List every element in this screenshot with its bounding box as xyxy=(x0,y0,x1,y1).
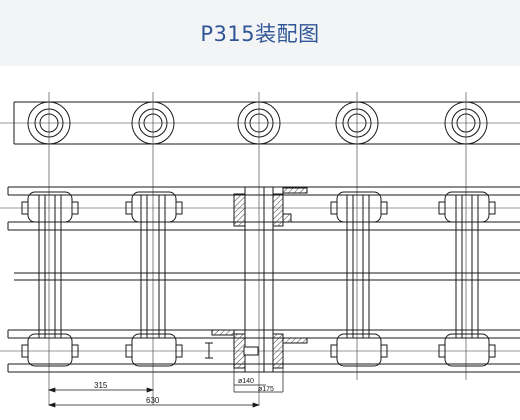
double-pitch-label: 630 xyxy=(146,396,160,405)
inner-diameter-label: ø140 xyxy=(238,378,254,385)
page-title: P315装配图 xyxy=(200,22,320,46)
outer-diameter-label: ø175 xyxy=(258,386,274,393)
bottom-view xyxy=(0,186,520,373)
top-view xyxy=(0,101,520,145)
dimensions xyxy=(47,368,284,408)
pitch-label: 315 xyxy=(94,381,108,390)
dimension-labels: 315 630 ø140 ø175 xyxy=(94,378,274,405)
center-pin xyxy=(244,186,274,373)
title-bar: P315装配图 xyxy=(0,0,520,66)
drawing-canvas: 315 630 ø140 ø175 xyxy=(0,92,520,408)
pin-centerlines xyxy=(48,92,467,405)
assembly-drawing: 315 630 ø140 ø175 xyxy=(0,66,520,415)
